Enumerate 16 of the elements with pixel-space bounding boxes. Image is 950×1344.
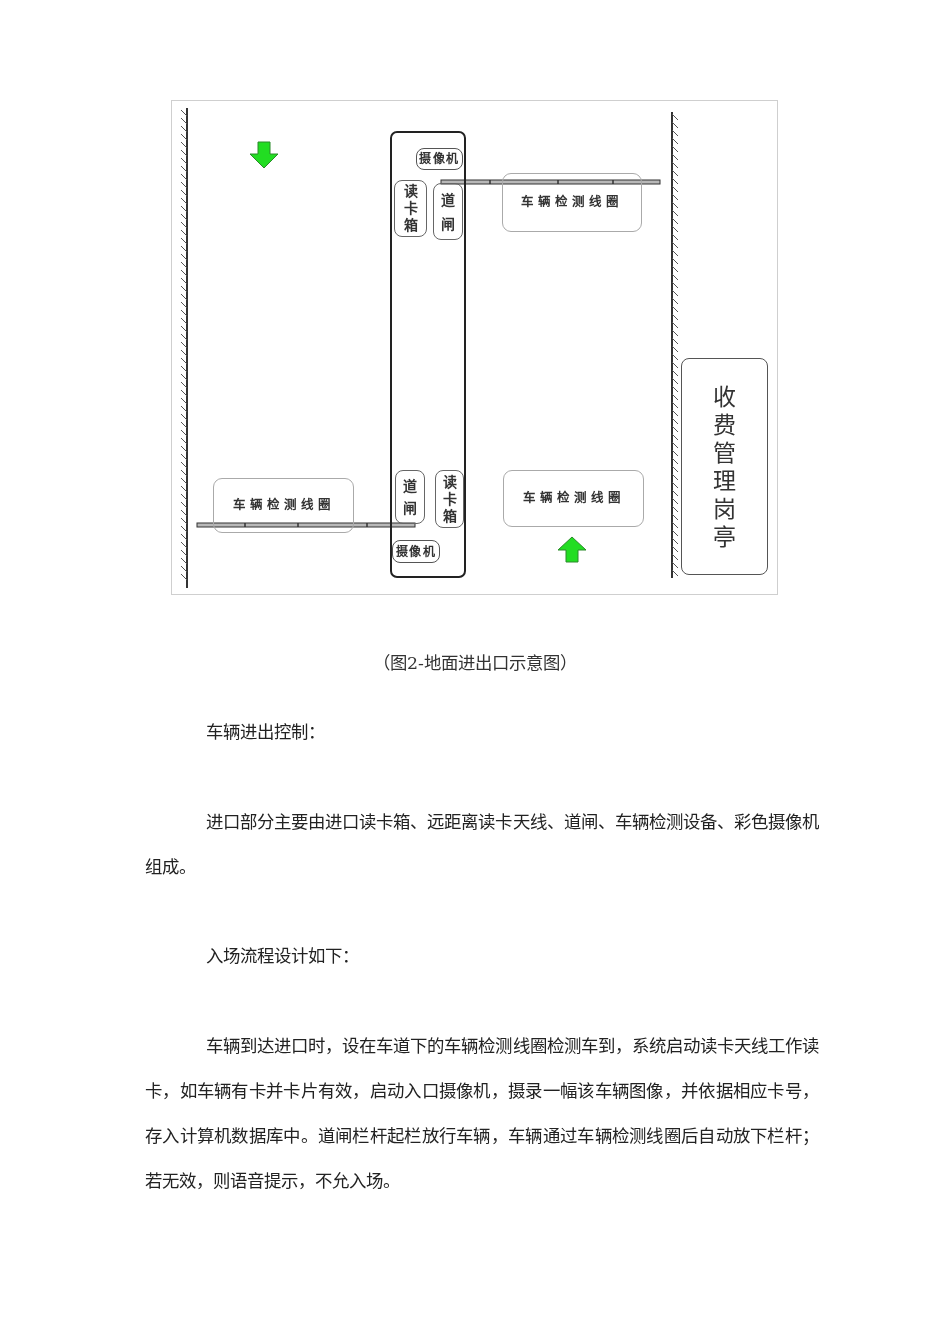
detector-loop-box: 车辆检测线圈 — [213, 478, 354, 533]
detector-loop-box: 车辆检测线圈 — [503, 470, 644, 527]
card-reader-box: 读卡箱 — [435, 470, 464, 528]
section-heading: 入场流程设计如下： — [205, 945, 360, 968]
camera-box: 摄像机 — [392, 540, 440, 563]
detector-loop-box: 车辆检测线圈 — [502, 173, 642, 232]
traffic-island — [390, 131, 466, 578]
section-heading: 车辆进出控制： — [205, 721, 326, 744]
paragraph: 车辆到达进口时，设在车道下的车辆检测线圈检测车到，系统启动读卡天线工作读卡，如车辆有卡并卡片有效，启动入口摄像机，摄录一幅该车辆图像，并依据相应卡号，存入计算机数据库中。道闸栏杆起栏放行车辆，车辆通过车辆检测线圈后自动放下栏杆；若无效，则语音提示，不允入场。 — [145, 1034, 819, 1193]
card-reader-box: 读卡箱 — [394, 180, 427, 237]
paragraph: 进口部分主要由进口读卡箱、远距离读卡天线、道闸、车辆检测设备、彩色摄像机组成。 — [145, 810, 819, 879]
barrier-gate-box: 道闸 — [395, 470, 425, 524]
camera-box: 摄像机 — [416, 148, 463, 170]
barrier-gate-box: 道闸 — [433, 183, 463, 240]
figure-caption: （图2-地面进出口示意图） — [372, 652, 578, 675]
toll-booth: 收费管理岗亭 — [681, 358, 768, 575]
